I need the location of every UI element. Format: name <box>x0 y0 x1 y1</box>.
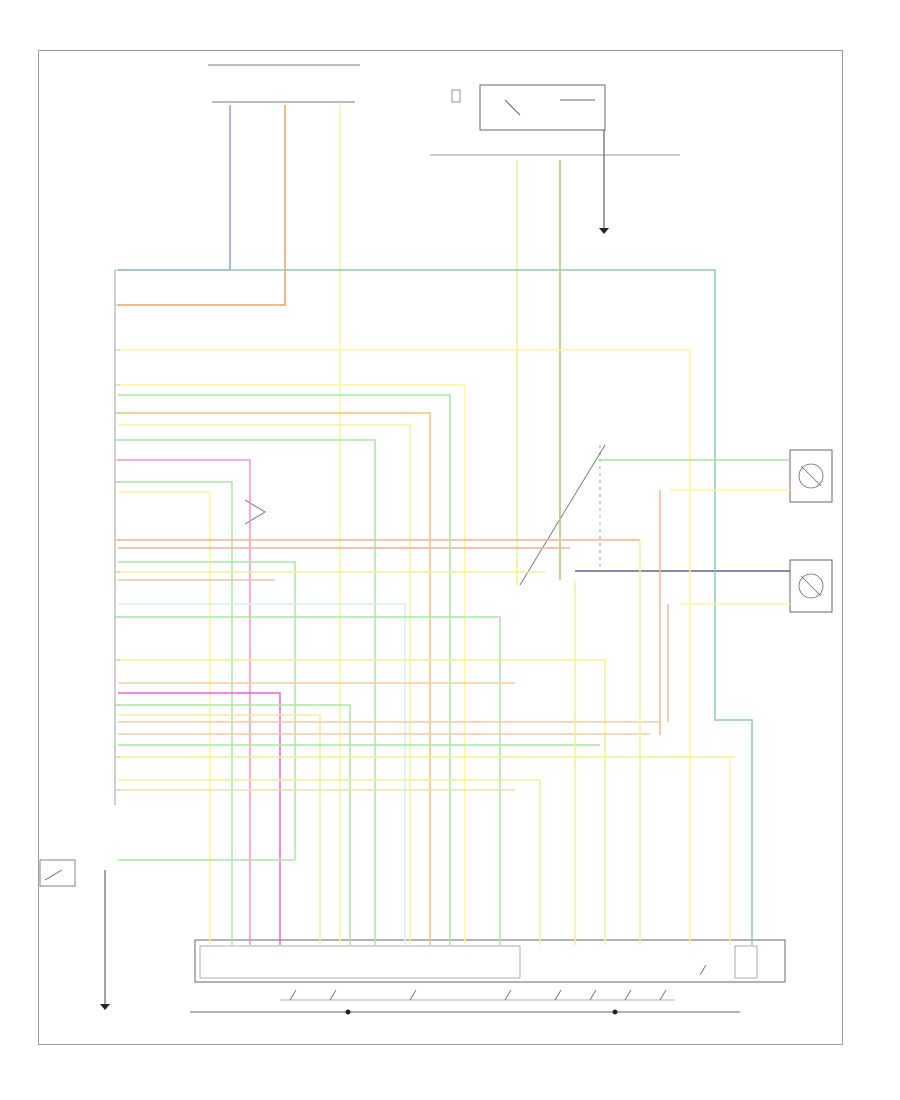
pressure-switches <box>289 964 707 1001</box>
solenoid-pressure-switch-assembly <box>194 939 786 983</box>
wire-yellow-425 <box>118 424 411 945</box>
wire-pink-693 <box>118 692 281 945</box>
temp-sensor-box <box>734 945 758 979</box>
wire-green-440 <box>118 439 376 945</box>
wire-cyan-604 <box>118 603 406 945</box>
wire-blue-top <box>118 105 231 271</box>
ground-symbol-relay <box>599 130 609 234</box>
park-neutral-switch <box>39 859 76 887</box>
fuse-symbol <box>451 89 461 103</box>
wire-yellow-385 <box>118 384 466 945</box>
wire-green-482 <box>118 481 233 945</box>
splice-leader-line <box>519 444 606 586</box>
sensor-ground-splice <box>244 499 266 525</box>
input-speed-sensor <box>789 559 833 613</box>
wire-yellow-350 <box>118 349 691 945</box>
wire-orange-413 <box>118 412 431 945</box>
wire-orange-top <box>118 105 286 306</box>
ground-symbol-pcm <box>100 870 110 1010</box>
splice-dot <box>612 1009 618 1015</box>
splice-dot <box>345 1009 351 1015</box>
wire-yellow-492 <box>118 491 211 945</box>
wire-pink-460 <box>118 459 251 945</box>
wire-green-395 <box>118 394 451 945</box>
wire-green-617 <box>118 616 501 945</box>
pcm-pin-ticks <box>115 269 120 791</box>
wire-green-562 <box>118 561 296 860</box>
diagram-frame <box>38 50 843 1045</box>
output-speed-sensor <box>789 449 833 503</box>
relay-switch-contact <box>504 99 521 116</box>
solenoid-pack <box>199 945 521 979</box>
wire-teal-bus <box>118 269 753 945</box>
wire-green-705 <box>118 704 351 945</box>
wire-harness <box>118 105 790 945</box>
wire-yellow-660 <box>118 659 606 945</box>
wire-yellow-715 <box>118 714 321 945</box>
wire-yellow-780 <box>118 779 541 945</box>
transmission-control-relay <box>479 84 606 131</box>
